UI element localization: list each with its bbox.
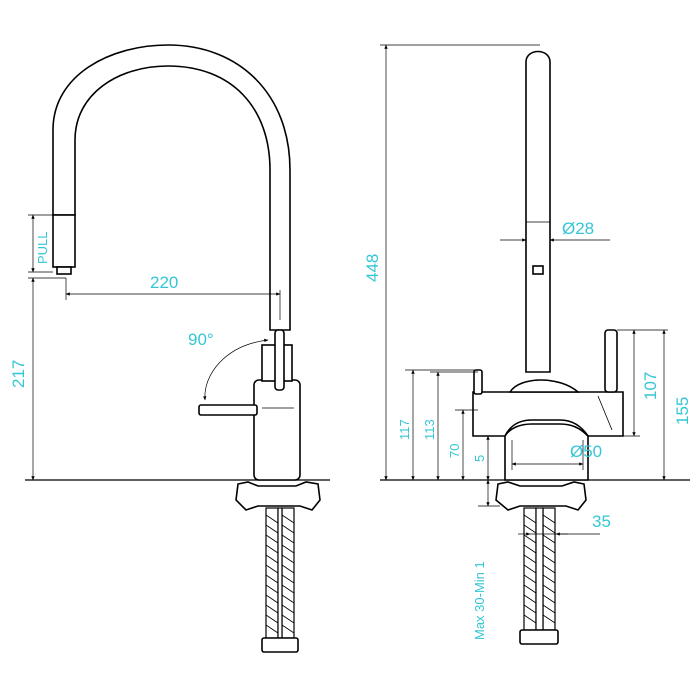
threaded-rod-side xyxy=(277,507,283,639)
h117-label: 117 xyxy=(397,419,412,440)
mounting-nut-front xyxy=(495,481,587,511)
lever-stem-side xyxy=(274,329,285,391)
hose-braid-front xyxy=(523,514,556,624)
spray-head xyxy=(52,214,76,268)
spout-nozzle-front xyxy=(532,265,544,275)
right-lever-front xyxy=(604,329,618,393)
spout-height-label: 217 xyxy=(9,360,28,388)
reach-label: 220 xyxy=(150,273,178,292)
body-center-front xyxy=(508,379,581,393)
hose-left-side xyxy=(265,507,279,639)
h70-label: 70 xyxy=(447,444,462,458)
lever-handle-side xyxy=(198,404,258,416)
hose-braid-side xyxy=(265,514,295,634)
h5-label: 5 xyxy=(472,455,487,462)
mounting-nut-side xyxy=(235,481,321,511)
side-view: PULL 220 90° 217 xyxy=(9,44,330,653)
hose-nut-side xyxy=(261,637,299,653)
h113-label: 113 xyxy=(422,419,437,440)
swivel-arc xyxy=(203,338,269,401)
hose-nut-front xyxy=(519,629,559,645)
worktop-thickness-label: Max 30-Min 1 xyxy=(472,561,487,640)
left-lever-front xyxy=(473,369,483,395)
hose-right-side xyxy=(281,507,295,639)
spray-nozzle xyxy=(56,266,72,275)
hole-diameter-label: 35 xyxy=(592,512,611,531)
total-height-label: 448 xyxy=(363,254,382,282)
pull-label: PULL xyxy=(35,231,50,264)
h107-label: 107 xyxy=(641,372,660,400)
spout-front xyxy=(525,50,551,373)
spout-diameter-label: Ø28 xyxy=(562,219,594,238)
swivel-label: 90° xyxy=(188,330,214,349)
h155-label: 155 xyxy=(673,397,692,425)
gooseneck-spout xyxy=(52,44,291,331)
front-view: 448 Ø28 117 113 70 5 Ø50 107 155 Ma xyxy=(363,44,692,645)
threaded-rod-front xyxy=(535,507,544,631)
faucet-body-side xyxy=(253,379,301,481)
base-shank-front xyxy=(504,423,589,481)
body-diameter-label: Ø50 xyxy=(570,442,602,461)
